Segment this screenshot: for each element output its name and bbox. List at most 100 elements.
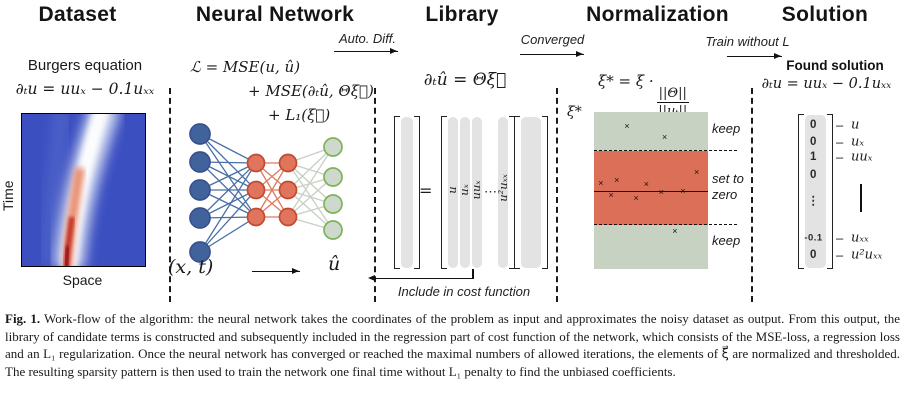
coefficient-marker: × (672, 226, 678, 237)
network-output-label: û (328, 253, 341, 275)
caption-text: Work-flow of the algorithm: the neural n… (5, 311, 900, 380)
network-edge (199, 162, 257, 253)
library-column-bar (498, 117, 508, 268)
network-input-label: (x, t) (168, 256, 214, 278)
network-edge (199, 189, 257, 253)
vector-term-label: u²uₓₓ (851, 247, 883, 263)
ellipsis: ⋯ (484, 185, 497, 200)
network-node (189, 207, 211, 229)
network-node (323, 137, 343, 157)
figure-caption: Fig. 1. Work-flow of the algorithm: the … (5, 310, 900, 381)
keep-label-bottom: keep (712, 233, 741, 248)
solution-equation: ∂ₜu = uuₓ − 0.1uₓₓ (761, 76, 892, 92)
bracket-left (441, 116, 447, 269)
heatmap-ylabel: Time (0, 180, 16, 212)
library-term-label: uuₓ (469, 180, 483, 200)
include-in-cost-label: Include in cost function (397, 284, 531, 299)
network-node (246, 180, 266, 200)
header-normalization: Normalization (586, 3, 729, 26)
time-derivative-vector (394, 116, 420, 269)
vector-value: 0 (810, 136, 817, 148)
keep-band-top (594, 112, 708, 152)
formula-numerator: ||Θ|| (656, 86, 689, 103)
bracket-left (514, 116, 520, 269)
bracket-right (414, 116, 420, 269)
feedback-tick (472, 269, 474, 279)
loss-line-2: + MSE(∂ₜû, Θξ⃗) (248, 82, 374, 100)
vector-value: ⋮ (807, 195, 820, 207)
divider (169, 88, 171, 302)
threshold-line-upper (594, 150, 737, 151)
library-equation: ∂ₜû = Θξ⃗ (423, 70, 507, 90)
vector-value: 0 (810, 169, 817, 181)
solution-vector (798, 114, 833, 269)
include-in-cost-arrow (368, 274, 473, 281)
set-to-label: set to (712, 171, 744, 186)
burgers-heatmap (21, 113, 146, 267)
coefficient-marker: × (598, 177, 604, 188)
network-edge (199, 162, 257, 219)
auto-diff-label: Auto. Diff. (338, 31, 397, 46)
network-node (189, 123, 211, 145)
dash: – (836, 134, 844, 150)
network-node (189, 151, 211, 173)
network-node (278, 180, 298, 200)
coefficient-marker: × (693, 166, 700, 177)
vector-bar (805, 115, 826, 268)
network-node (246, 153, 266, 173)
coefficient-marker: × (624, 121, 630, 132)
neural-network-graph (189, 123, 343, 263)
divider (751, 88, 753, 302)
bracket-left (798, 114, 804, 269)
vector-term-label: u (851, 117, 860, 133)
auto-diff-arrow (334, 47, 398, 54)
input-output-arrow (252, 267, 300, 274)
threshold-plot: ××××××××××× (594, 112, 708, 269)
loss-line-3: + L₁(ξ⃗) (268, 106, 331, 124)
network-node (189, 179, 211, 201)
found-solution-title: Found solution (786, 58, 884, 73)
vector-bar (521, 117, 541, 268)
network-edge (255, 162, 289, 218)
dash: – (836, 149, 844, 165)
dash: – (836, 247, 844, 263)
vector-term-label: uₓₓ (851, 230, 869, 246)
vector-value: 0 (810, 119, 817, 131)
coefficient-marker: × (662, 132, 668, 143)
bracket-left (394, 116, 400, 269)
loss-line-1: ℒ = MSE(u, û) (190, 58, 301, 76)
network-node (278, 153, 298, 173)
vector-value: -0.1 (804, 232, 823, 244)
header-neural-network: Neural Network (195, 3, 355, 26)
coefficient-vector (514, 116, 548, 269)
threshold-line-lower (594, 224, 737, 225)
zero-label: zero (712, 187, 738, 202)
network-node (189, 241, 211, 263)
xi-axis-label: ξ* (567, 104, 582, 120)
vector-value: 0 (810, 249, 817, 261)
coefficient-marker: × (633, 193, 639, 204)
divider (556, 88, 558, 302)
coefficient-marker: × (643, 179, 650, 190)
keep-band-bottom (594, 225, 708, 269)
dataset-equation: ∂ₜu = uuₓ − 0.1uₓₓ (15, 80, 155, 98)
network-node (323, 167, 343, 187)
library-column-bar (472, 117, 482, 268)
coefficient-marker: × (658, 187, 664, 198)
keep-label-top: keep (712, 121, 741, 136)
zero-line (594, 190, 708, 193)
vector-term-label: uₓ (851, 134, 864, 150)
dash: – (836, 230, 844, 246)
formula-lhs: ξ* = ξ · (598, 72, 654, 90)
coefficient-marker: × (680, 185, 686, 196)
network-node (323, 220, 343, 240)
vector-bar (401, 117, 413, 268)
divider (374, 88, 376, 302)
converged-arrow (520, 50, 584, 57)
library-term-label: u²uₓₓ (496, 174, 510, 202)
train-without-l-label: Train without L (705, 34, 790, 49)
network-node (278, 207, 298, 227)
network-node (246, 207, 266, 227)
